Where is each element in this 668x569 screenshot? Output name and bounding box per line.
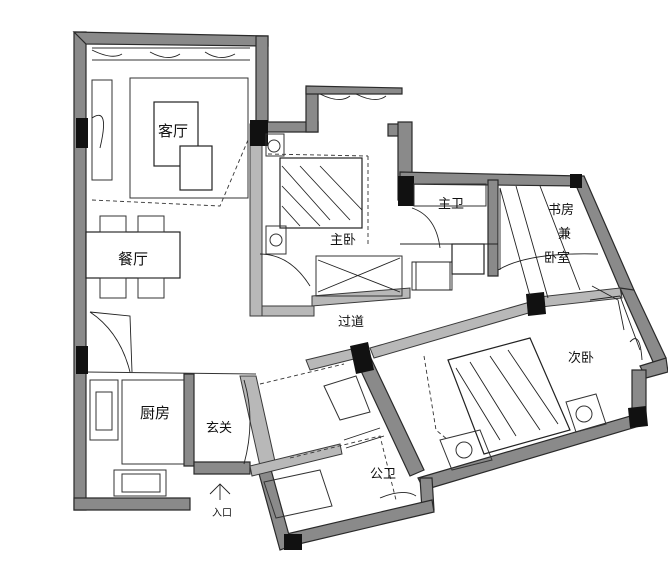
kitchen-furniture	[89, 379, 185, 497]
label-entrance: 入口	[212, 508, 232, 519]
study-furniture	[497, 185, 625, 331]
label-living-room: 客厅	[158, 122, 188, 140]
label-foyer: 玄关	[206, 421, 232, 436]
dining-furniture	[85, 215, 181, 373]
label-study-line2: 兼	[558, 227, 571, 242]
room-labels: 客厅 餐厅 主卧 主卫 书房 兼 卧室 过道 次卧 厨房 玄关 公卫 入口	[118, 122, 594, 519]
second-bedroom-furniture	[423, 295, 643, 471]
label-study-line1: 书房	[548, 202, 574, 218]
interior-walls	[85, 123, 623, 477]
label-hallway: 过道	[338, 315, 364, 330]
label-dining-room: 餐厅	[118, 250, 148, 268]
columns	[76, 118, 648, 550]
label-study-line3: 卧室	[544, 250, 570, 266]
entrance-arrow-icon	[209, 483, 231, 500]
label-public-bath: 公卫	[370, 467, 396, 482]
master-bedroom-furniture	[259, 93, 403, 297]
living-room-furniture	[91, 47, 250, 207]
label-master-bedroom: 主卧	[330, 233, 356, 248]
foyer-public-bath-fixtures	[243, 363, 417, 519]
exterior-walls	[72, 31, 668, 551]
label-kitchen: 厨房	[140, 404, 170, 422]
master-bath-fixtures	[400, 183, 498, 291]
label-second-bedroom: 次卧	[568, 350, 594, 366]
label-master-bath: 主卫	[438, 197, 464, 212]
